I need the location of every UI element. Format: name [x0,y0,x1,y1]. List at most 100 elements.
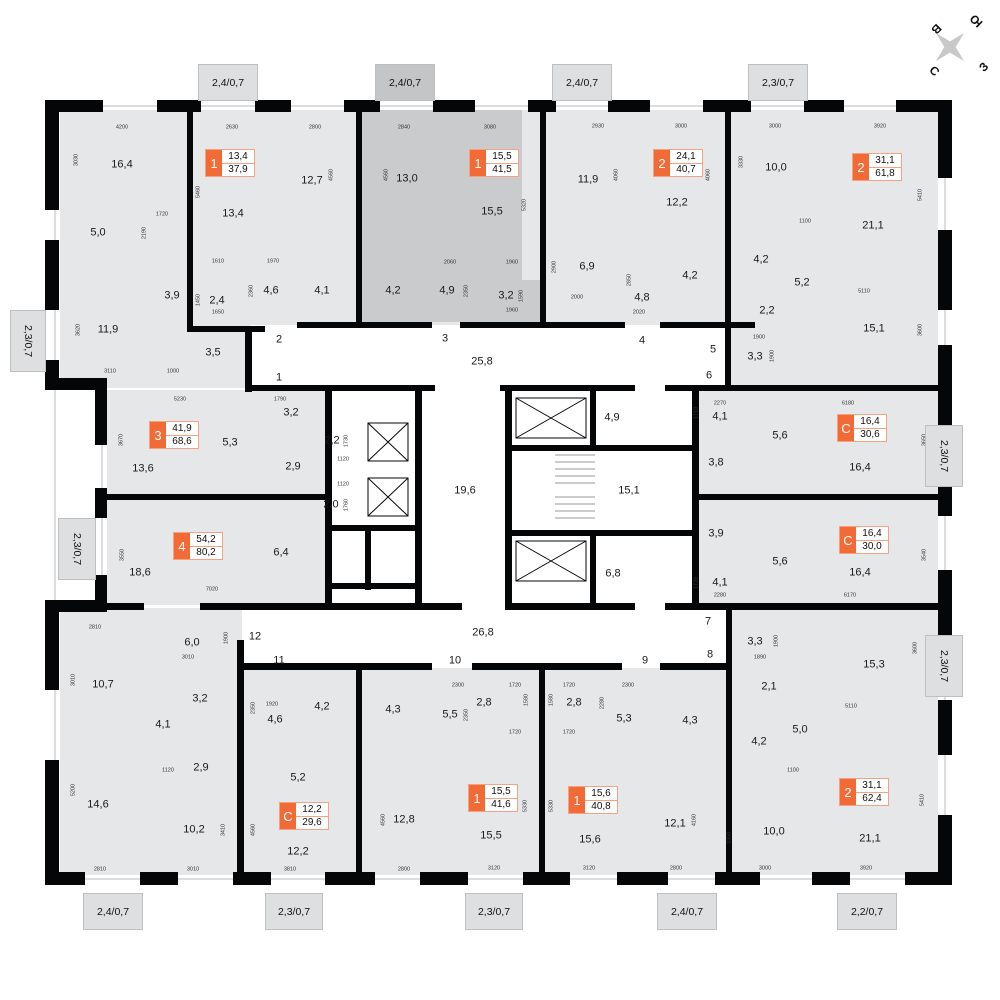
dimension-label: 3080 [483,124,497,131]
balcony: 2,3/0,7 [265,893,323,930]
balcony-area-label: 2,4/0,7 [96,905,130,918]
dimension-label: 3920 [873,123,887,130]
dimension-label: 5200 [70,783,77,797]
dimension-label: 4560 [383,168,390,182]
room-area-label: 5,2 [290,771,306,784]
room-area-label: 12,7 [301,174,323,187]
room-area-label: 4,1 [155,718,171,731]
dimension-label: 1730 [343,434,350,448]
dimension-label: 2900 [551,260,558,274]
room-area-label: 4,6 [267,713,283,726]
total-area: 40,7 [676,164,696,176]
dimension-label: 3010 [70,673,77,687]
dimension-label: 1960 [505,259,519,266]
dimension-label: 1760 [343,498,350,512]
room-area-label: 4,2 [751,735,767,748]
floor-top-right-ext [728,320,938,388]
room-area-label: 4,1 [712,410,728,423]
dimension-label: 1720 [508,682,522,689]
dimension-label: 3620 [75,323,82,337]
balcony: 2,4/0,7 [83,893,143,930]
lift-4 [515,540,587,582]
room-area-label: 3,2 [192,692,208,705]
living-area: 16,4 [856,527,888,541]
lift-shafts [367,397,587,582]
room-area-label: 2,2 [759,304,775,317]
compass: Ю В С З [926,12,1000,92]
room-area-label: 2,9 [285,460,301,473]
dimension-label: 2300 [621,682,635,689]
room-area-label: 12,2 [666,196,688,209]
dimension-label: 3010 [181,654,195,661]
balcony-area-label: 2,3/0,7 [277,905,311,918]
room-area-label: 2,8 [566,696,582,709]
dimension-label: 2840 [397,124,411,131]
room-area-label: 6,4 [273,546,289,559]
total-area: 41,5 [492,164,512,176]
dimension-label: 1970 [266,258,280,265]
dimension-label: 3000 [768,123,782,130]
dimension-label: 1720 [693,576,700,590]
room-area-label: 10,2 [183,823,205,836]
balcony-area-label: 2,4/0,7 [670,905,704,918]
room-area-label: 5,3 [222,436,238,449]
balcony-area-label: 2,4/0,7 [211,76,245,89]
apartment-type: 4 [174,533,190,559]
dimension-label: 6170 [843,592,857,599]
corridor-number-label: 4 [638,334,646,347]
dimension-label: 3600 [912,641,919,655]
dimension-label: 5230 [173,396,187,403]
room-area-label: 3,8 [708,456,724,469]
dimension-label: 2350 [463,708,470,722]
total-area: 68,6 [172,436,192,448]
room-area-label: 2,4 [209,294,225,307]
room-area-label: 14,6 [87,798,109,811]
dimension-label: 3120 [582,865,596,872]
corridor-number-label: 8 [706,648,714,661]
corridor-number-label: 2 [275,333,283,346]
room-area-label: 6,8 [605,567,621,580]
balcony: 2,4/0,7 [198,64,258,101]
room-area-label: 4,1 [712,576,728,589]
total-area: 80,2 [196,547,216,559]
dimension-label: 1900 [769,349,776,363]
total-area: 61,8 [875,168,895,180]
stairs-icon [555,454,595,519]
dimension-label: 3600 [917,323,924,337]
room-area-label: 6,0 [184,636,200,649]
apartment-type: С [280,803,296,829]
dimension-label: 2280 [713,592,727,599]
room-area-label: 4,1 [314,284,330,297]
room-area-label: 16,4 [849,566,871,579]
room-area-label: 3,9 [164,289,180,302]
room-area-label: 2,0 [323,498,339,511]
room-area-label: 13,0 [396,172,418,185]
apartment-type: 1 [569,787,585,813]
room-area-label: 3,2 [283,406,299,419]
dimension-label: 1590 [518,289,525,303]
corridor-number-label: 9 [641,654,649,667]
balcony-area-label: 2,3/0,7 [22,324,34,358]
room-area-label: 5,0 [792,723,808,736]
balcony: 2,2/0,7 [837,893,897,930]
room-area-label: 3,3 [747,350,763,363]
dimension-label: 2800 [308,124,322,131]
balcony: 2,3/0,7 [748,64,808,101]
